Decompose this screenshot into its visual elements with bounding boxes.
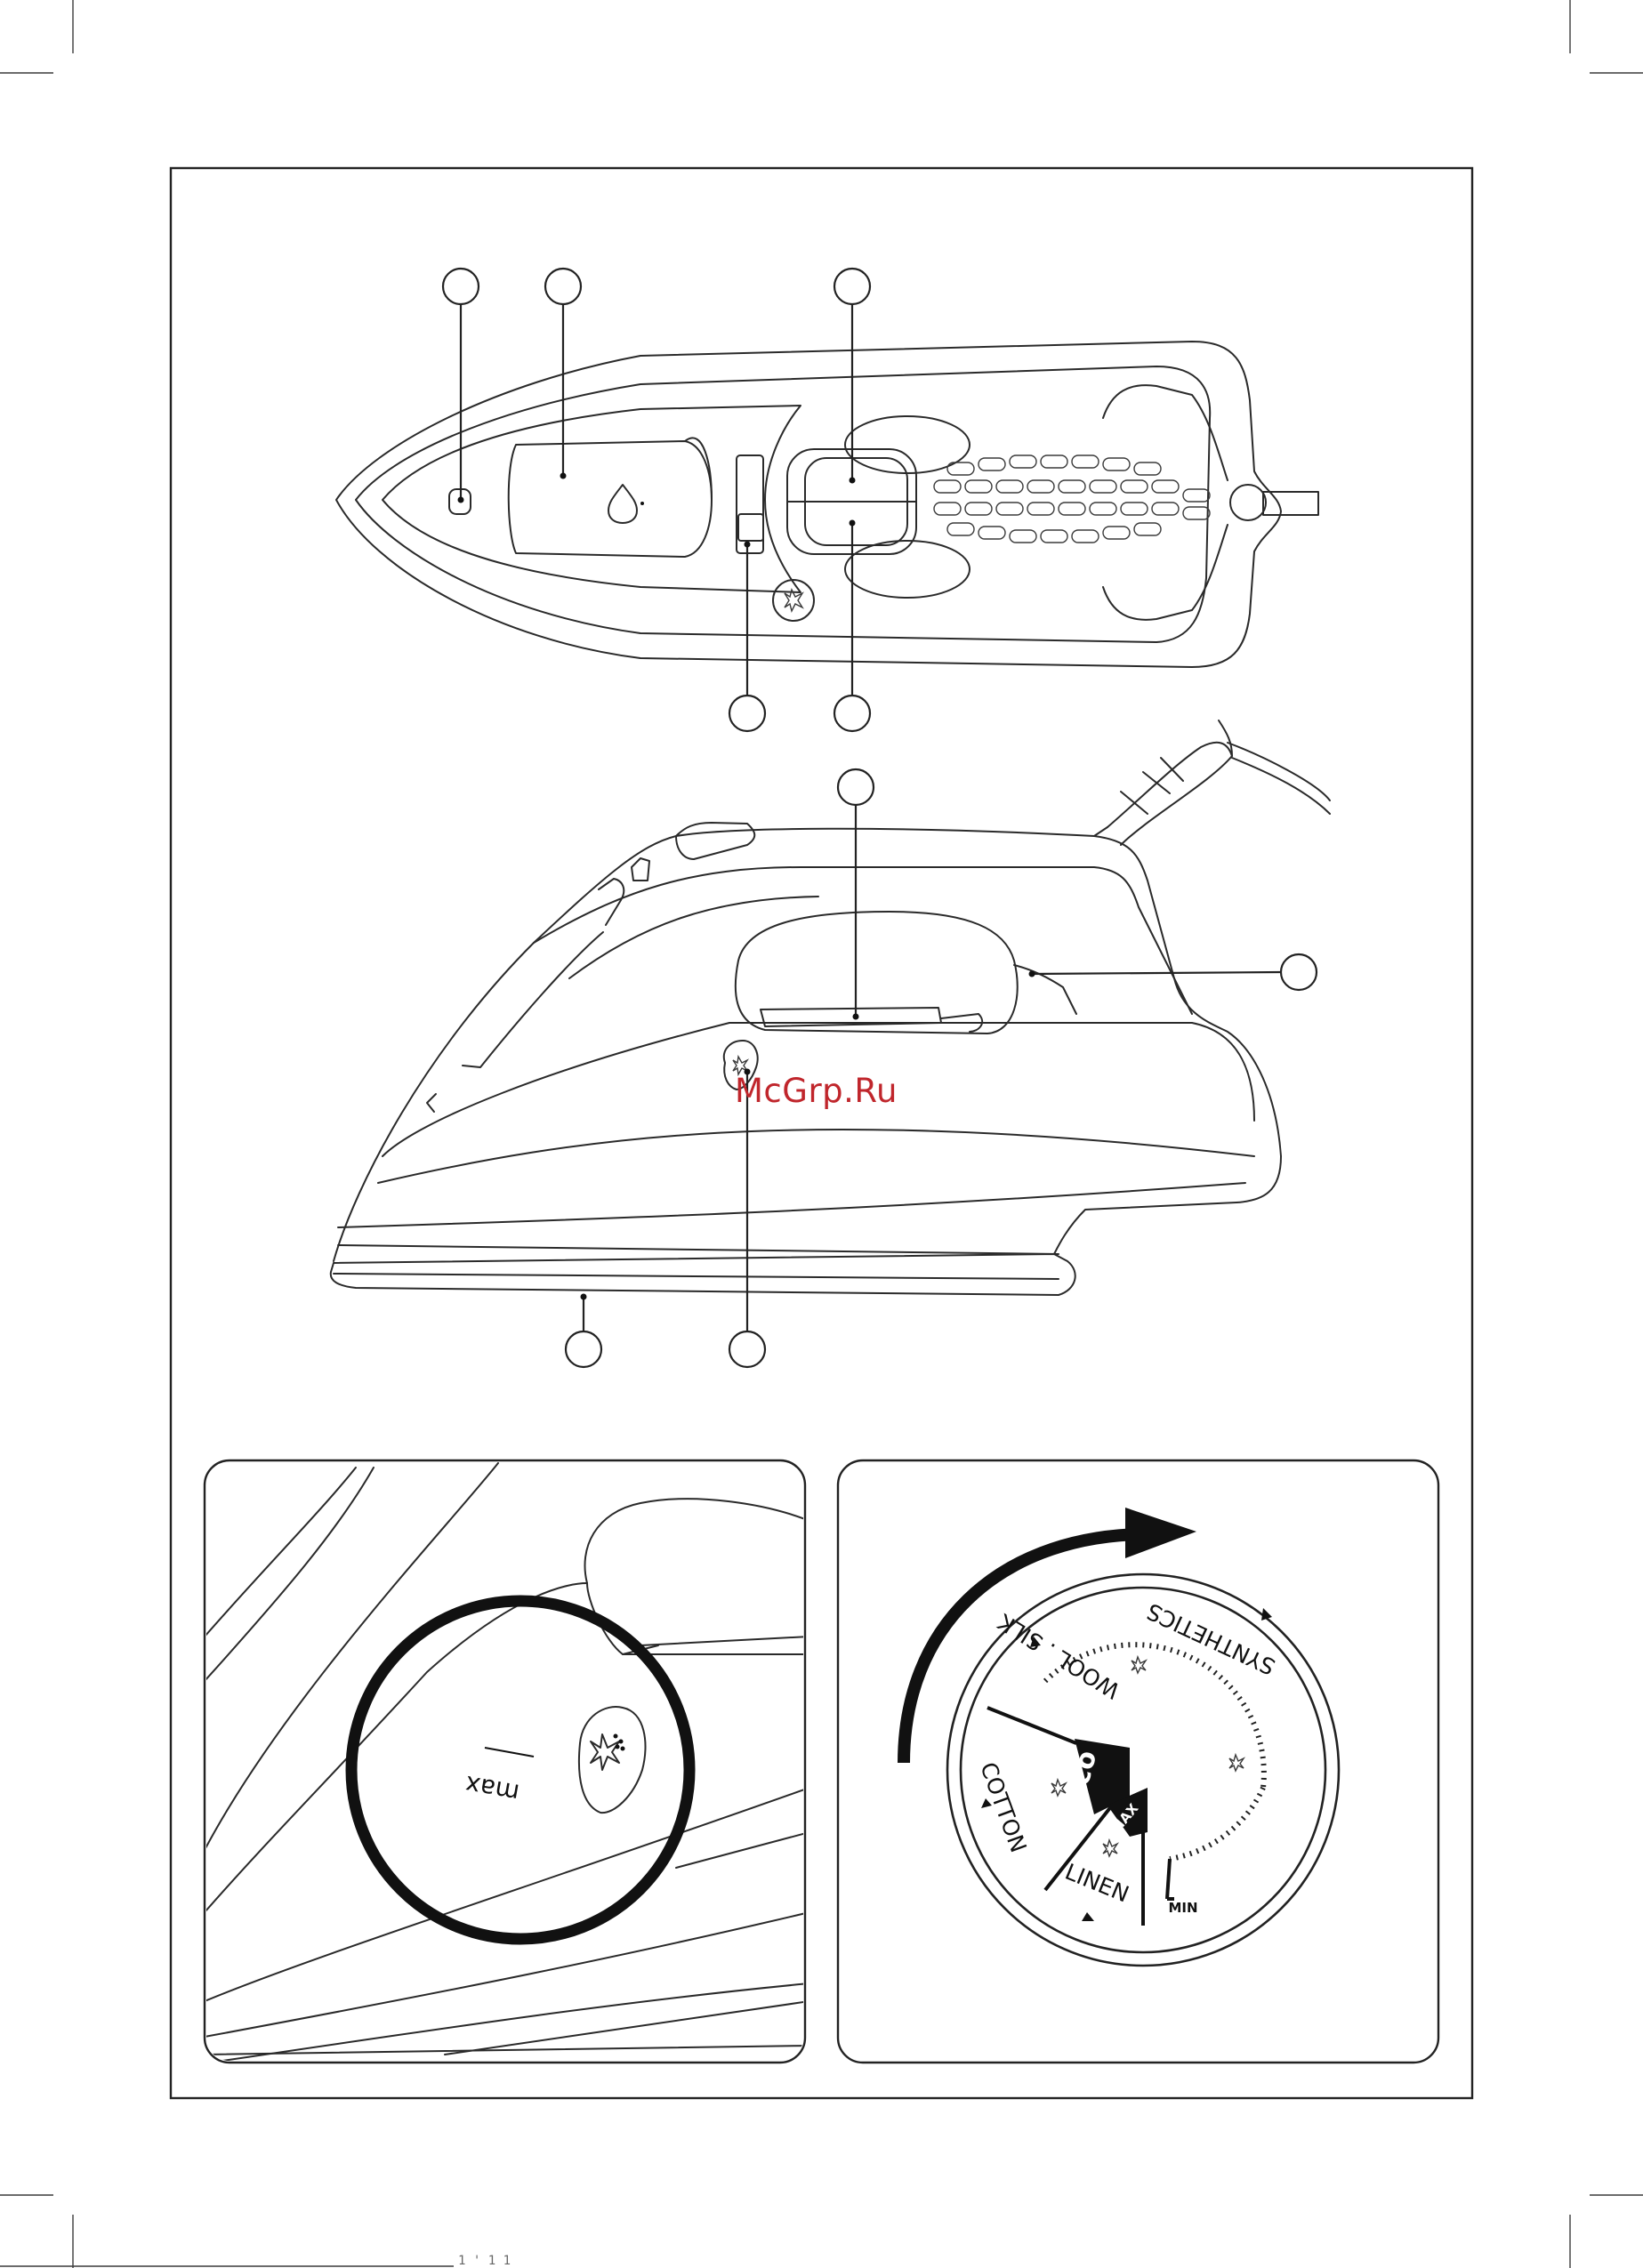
iron-side-view	[331, 720, 1330, 1295]
footer-text: 1 ' 1 1	[458, 2254, 511, 2268]
dial-min-label: MIN	[1168, 1900, 1197, 1916]
inset-steam-button: max	[205, 1460, 809, 2063]
inset-temperature-dial: eco MAX MIN WOOL . SILK SYNTHETICS COTTO…	[838, 1460, 1438, 2063]
watermark: McGrp.Ru	[735, 1072, 898, 1110]
drop-icon	[608, 485, 637, 523]
honeycomb-grip	[934, 455, 1210, 543]
iron-top-view	[336, 342, 1318, 667]
